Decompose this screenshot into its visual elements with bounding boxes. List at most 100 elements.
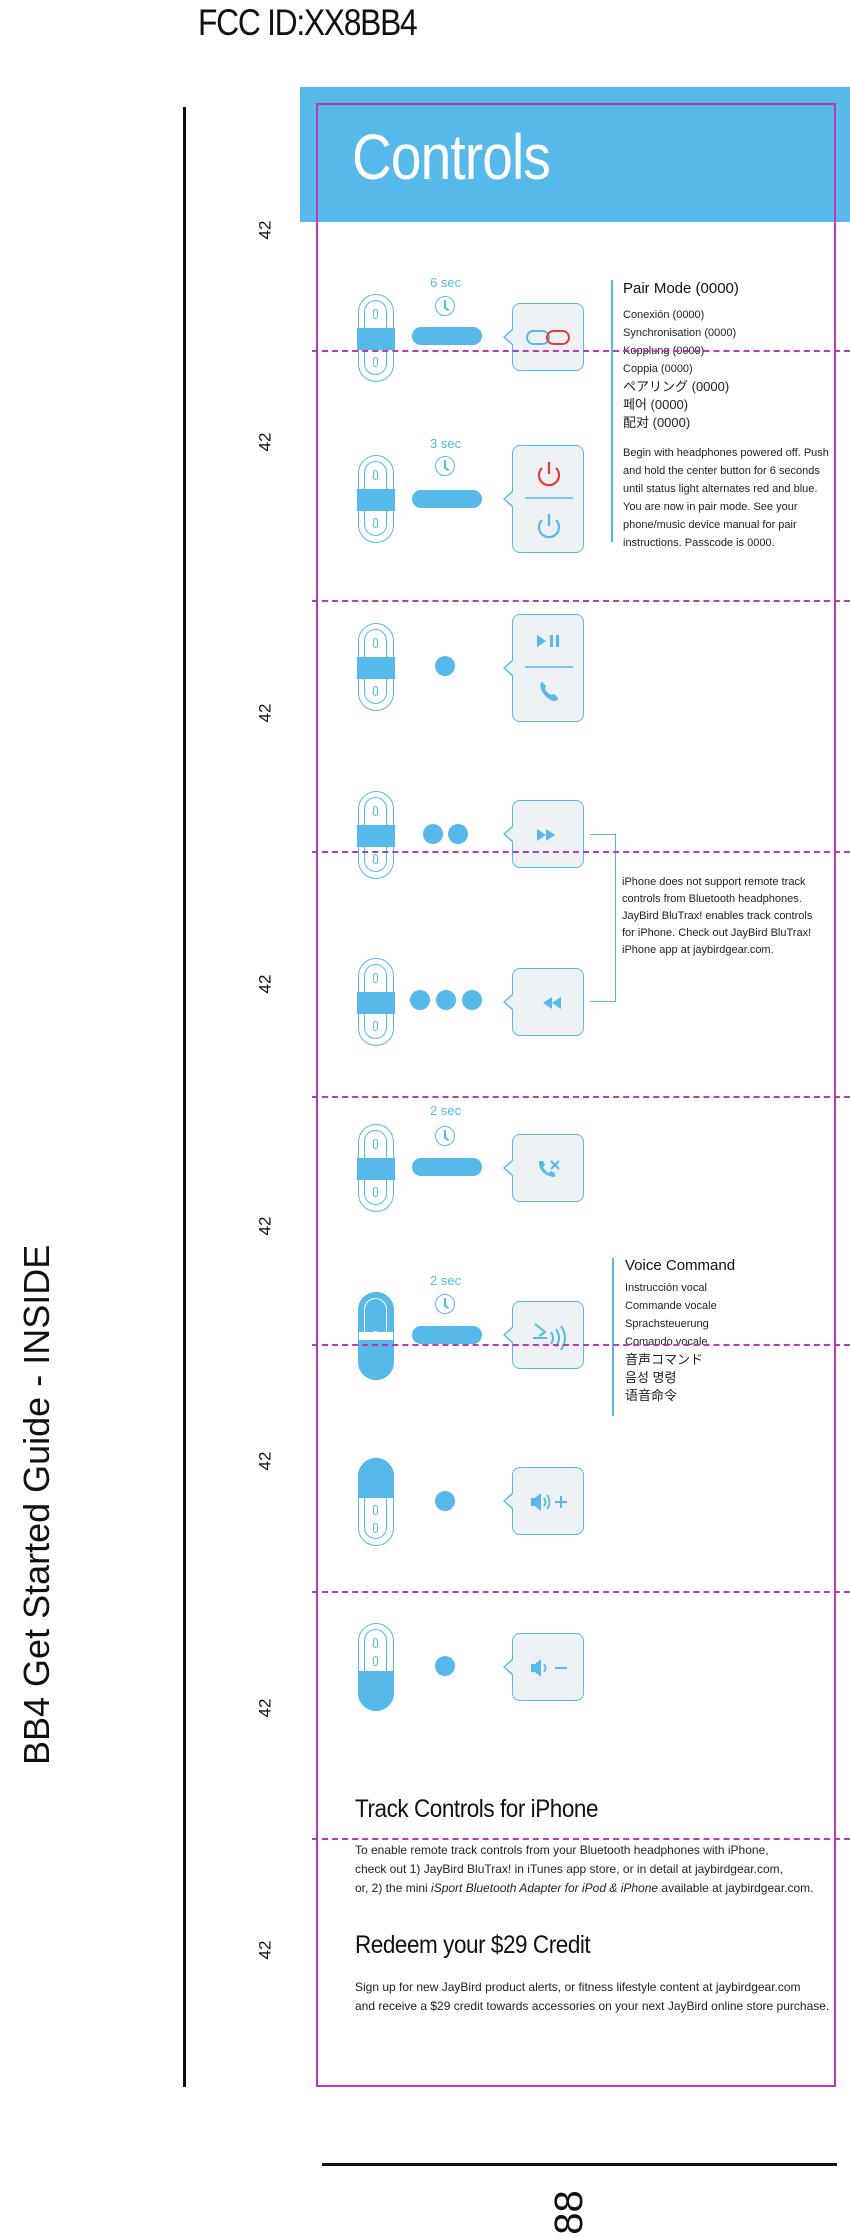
voice-command-bubble: [503, 1301, 584, 1369]
single-press-dot: [435, 1491, 455, 1511]
body-line: or, 2) the mini iSport Bluetooth Adapter…: [355, 1879, 835, 1898]
long-press-bar: [412, 1158, 482, 1176]
forward-bubble: [503, 800, 584, 868]
pair-mode-title: Pair Mode (0000): [623, 280, 739, 297]
long-press-bar: [412, 327, 482, 345]
voice-command-translation: Commande vocale: [625, 1300, 717, 1312]
long-press-bar: [412, 490, 482, 508]
earbud-top-button: [358, 1292, 394, 1380]
power-bubble: [503, 445, 584, 553]
earbud-center-button: [357, 623, 395, 711]
margin-number: 42: [255, 220, 275, 240]
fast-forward-icon: [537, 829, 555, 841]
pair-mode-translation: 配对 (0000): [623, 415, 691, 430]
voice-command-translation: 음성 명령: [625, 1370, 677, 1385]
margin-number: 42: [255, 432, 275, 452]
body-text: or, 2) the mini: [355, 1881, 432, 1895]
voice-command-translation: Instrucción vocal: [625, 1282, 707, 1294]
margin-number: 42: [255, 1698, 275, 1718]
triple-press-dot: [462, 990, 482, 1010]
voice-command-translation: 语音命令: [625, 1388, 678, 1403]
rewind-bubble: [503, 968, 584, 1036]
fold-guide: [312, 1096, 850, 1098]
body-line: Sign up for new JayBird product alerts, …: [355, 1980, 801, 1994]
pair-mode-description: Begin with headphones powered off. Push …: [623, 447, 829, 549]
earbud-center-button: [357, 294, 395, 382]
triple-press-dot: [436, 990, 456, 1010]
earbud-top-button: [358, 1458, 394, 1546]
clock-icon: [435, 456, 455, 476]
triple-press-dot: [410, 990, 430, 1010]
fold-guide: [312, 600, 850, 602]
volume-up-bubble: [503, 1467, 584, 1535]
body-line: check out 1) JayBird BluTrax! in iTunes …: [355, 1862, 783, 1876]
redeem-title: Redeem your $29 Credit: [355, 1931, 591, 1959]
fold-guide: [312, 1344, 850, 1346]
fold-guide: [312, 350, 850, 352]
hold-duration: 2 sec: [430, 1273, 462, 1288]
guide-label: BB4 Get Started Guide - INSIDE: [16, 1244, 57, 1765]
earbud-center-button: [357, 455, 395, 543]
sidebar-rule: [612, 1258, 614, 1416]
margin-number: 42: [255, 1451, 275, 1471]
long-press-bar: [412, 1326, 482, 1344]
play-call-bubble: [503, 614, 584, 722]
fcc-id: FCC ID:XX8BB4: [198, 2, 418, 43]
volume-down-bubble: [503, 1633, 584, 1701]
voice-command-translation: Sprachsteuerung: [625, 1318, 709, 1330]
margin-rule-vertical: [183, 107, 186, 2087]
hold-duration: 6 sec: [430, 275, 462, 290]
reject-call-icon: [539, 1160, 560, 1177]
voice-command-icon: [533, 1323, 566, 1351]
earbud-center-button: [357, 958, 395, 1046]
clock-icon: [435, 1294, 455, 1314]
earbud-bottom-button: [358, 1623, 394, 1711]
earbud-center-button: [357, 791, 395, 879]
body-line: To enable remote track controls from you…: [355, 1843, 769, 1857]
reject-call-bubble: [503, 1134, 584, 1202]
redeem-body: Sign up for new JayBird product alerts, …: [355, 1978, 835, 2016]
body-line: and receive a $29 credit towards accesso…: [355, 1999, 830, 2013]
track-controls-title: Track Controls for iPhone: [355, 1795, 599, 1823]
power-icon: [525, 462, 573, 539]
pair-mode-translation: ペアリング (0000): [623, 379, 730, 394]
fold-guide: [312, 1591, 850, 1593]
pair-toggle-icon: [526, 330, 570, 345]
pair-mode-bubble: [503, 303, 584, 371]
pair-mode-translation: Conexión (0000): [623, 309, 705, 321]
earbud-center-button: [357, 1124, 395, 1212]
margin-number: 42: [255, 703, 275, 723]
hold-duration: 3 sec: [430, 436, 462, 451]
adapter-name: iSport Bluetooth Adapter for iPod & iPho…: [431, 1881, 659, 1895]
voice-command-translation: 音声コマンド: [625, 1352, 704, 1367]
clock-icon: [435, 296, 455, 316]
track-controls-body: To enable remote track controls from you…: [355, 1841, 835, 1898]
body-text: available at jaybirdgear.com.: [658, 1881, 814, 1895]
double-press-dot: [448, 824, 468, 844]
voice-command-title: Voice Command: [625, 1257, 736, 1274]
page-title: Controls: [352, 121, 551, 193]
fold-guide: [312, 1838, 850, 1840]
header-band: [300, 87, 850, 222]
iphone-note: iPhone does not support remote track con…: [622, 876, 813, 956]
volume-down-icon: [531, 1659, 567, 1677]
pair-mode-translation: 페어 (0000): [623, 397, 689, 412]
volume-up-icon: [531, 1493, 567, 1511]
margin-number: 42: [255, 974, 275, 994]
rewind-icon: [543, 997, 561, 1009]
voice-command-translation: Comando vocale: [625, 1336, 708, 1348]
margin-number: 42: [255, 1940, 275, 1960]
voice-command-text: Voice Command Instrucción vocal Commande…: [625, 1255, 825, 1405]
hold-duration: 2 sec: [430, 1103, 462, 1118]
track-bracket: [590, 834, 616, 1002]
page-number: 88: [546, 2190, 591, 2235]
margin-number: 42: [255, 1216, 275, 1236]
pair-mode-text: Pair Mode (0000) Conexión (0000) Synchro…: [623, 278, 833, 552]
single-press-dot: [435, 1656, 455, 1676]
fold-guide: [312, 851, 850, 853]
pair-mode-translation: Synchronisation (0000): [623, 327, 737, 339]
pair-mode-translation: Coppia (0000): [623, 363, 693, 375]
margin-rule-horizontal: [322, 2163, 837, 2166]
sidebar-rule: [611, 280, 613, 542]
play-pause-phone-icon: [525, 635, 573, 701]
